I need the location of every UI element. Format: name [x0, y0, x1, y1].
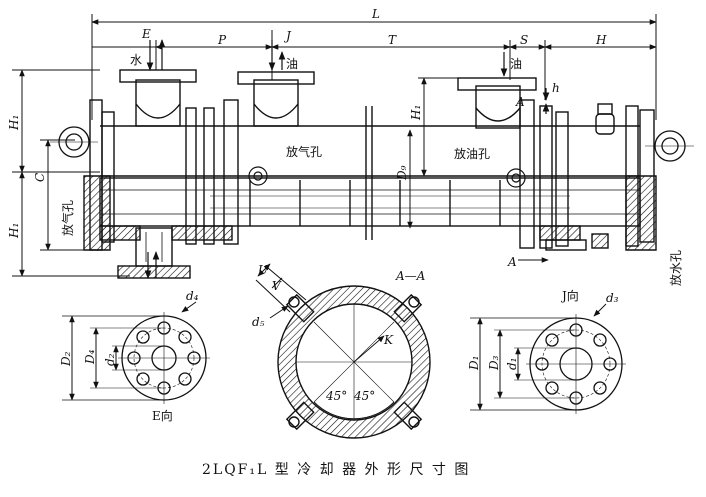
- flange-J-view: [470, 303, 626, 414]
- lifting-eye-right: [645, 130, 694, 162]
- label-AA: A—A: [395, 269, 426, 283]
- label-J: J: [283, 29, 292, 43]
- mid-dimensions: [407, 77, 549, 263]
- label-C: C: [33, 173, 47, 182]
- label-V: V: [272, 279, 282, 293]
- label-Dg: D₉: [395, 165, 409, 181]
- label-D3: D₃: [487, 355, 501, 371]
- label-D2: D₂: [59, 351, 73, 367]
- label-A-section: A: [507, 255, 517, 269]
- lifting-eye-left: [50, 126, 98, 158]
- label-E-view: E向: [152, 408, 173, 423]
- label-P: P: [217, 33, 227, 47]
- section-AA: [255, 263, 431, 439]
- label-h: h: [552, 81, 560, 95]
- label-d3: d₃: [606, 291, 619, 305]
- label-U: U: [258, 263, 269, 277]
- label-H: H: [595, 33, 607, 47]
- label-K: K: [383, 333, 394, 347]
- label-D4: D₄: [83, 349, 97, 365]
- label-S: S: [520, 33, 528, 47]
- label-oil-left: 油: [286, 57, 298, 71]
- label-J-view: J向: [560, 288, 579, 303]
- label-d2: d₂: [103, 353, 117, 366]
- top-dimensions: [91, 14, 657, 120]
- left-dimensions: [12, 69, 130, 277]
- label-L: L: [371, 7, 380, 21]
- label-d1: d₁: [505, 358, 519, 371]
- label-d4: d₄: [186, 289, 199, 303]
- label-water: 水: [130, 53, 142, 67]
- vent-port-circles: [248, 166, 526, 188]
- label-vent-mid: 放气孔: [286, 144, 322, 159]
- label-D1: D₁: [467, 356, 481, 371]
- label-H1-mid: H₁: [409, 105, 423, 121]
- label-E: E: [141, 27, 151, 41]
- flange-E-view: [62, 301, 210, 404]
- label-water-drain: 放水孔: [668, 250, 683, 286]
- cooler-body: [83, 69, 657, 279]
- label-H1-left-top: H₁: [7, 115, 21, 131]
- label-angle-2: 45°: [353, 389, 375, 403]
- label-T: T: [388, 33, 397, 47]
- label-oil-drain: 放油孔: [454, 146, 490, 161]
- figure-caption: 2LQF₁L 型 冷 却 器 外 形 尺 寸 图: [202, 462, 470, 478]
- label-H1-left-bottom: H₁: [7, 223, 21, 239]
- label-vent-left: 放气孔: [60, 200, 75, 236]
- flow-arrows: [144, 39, 550, 279]
- label-angle-1: 45°: [325, 389, 347, 403]
- label-d5: d₅: [252, 315, 265, 329]
- label-A-marker: A: [515, 95, 525, 109]
- label-oil-right: 油: [510, 57, 522, 71]
